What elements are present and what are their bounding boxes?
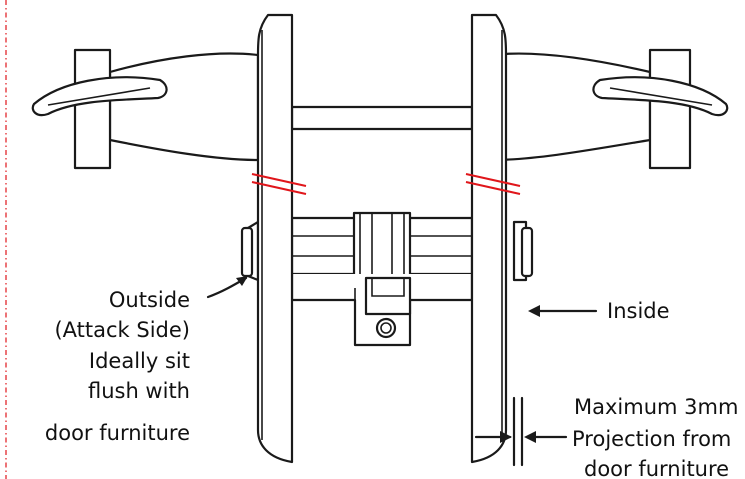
- max-projection-line1: Maximum 3mm: [574, 395, 738, 419]
- outside-label-line1: Outside: [109, 288, 190, 312]
- outside-label-line2: (Attack Side): [54, 318, 190, 342]
- left-rose: [256, 13, 294, 464]
- right-rose: [470, 13, 508, 464]
- outside-label-line4: flush with: [88, 379, 190, 403]
- cut-marks-right: [465, 173, 521, 195]
- inside-arrow: [528, 305, 598, 317]
- outside-label-line3: Ideally sit: [89, 349, 190, 373]
- outside-arrow: [206, 276, 248, 299]
- right-lever-handle: [490, 48, 729, 170]
- max-projection-line2: Projection from: [572, 427, 731, 451]
- max-projection-line3: door furniture: [584, 457, 729, 479]
- spindle-bar: [290, 105, 474, 131]
- cut-marks-left: [251, 173, 307, 195]
- left-lever-handle: [31, 48, 260, 170]
- projection-dimension: [474, 396, 568, 467]
- outside-label-line5: door furniture: [45, 421, 190, 445]
- inside-label: Inside: [607, 299, 670, 323]
- euro-cylinder: [240, 211, 534, 347]
